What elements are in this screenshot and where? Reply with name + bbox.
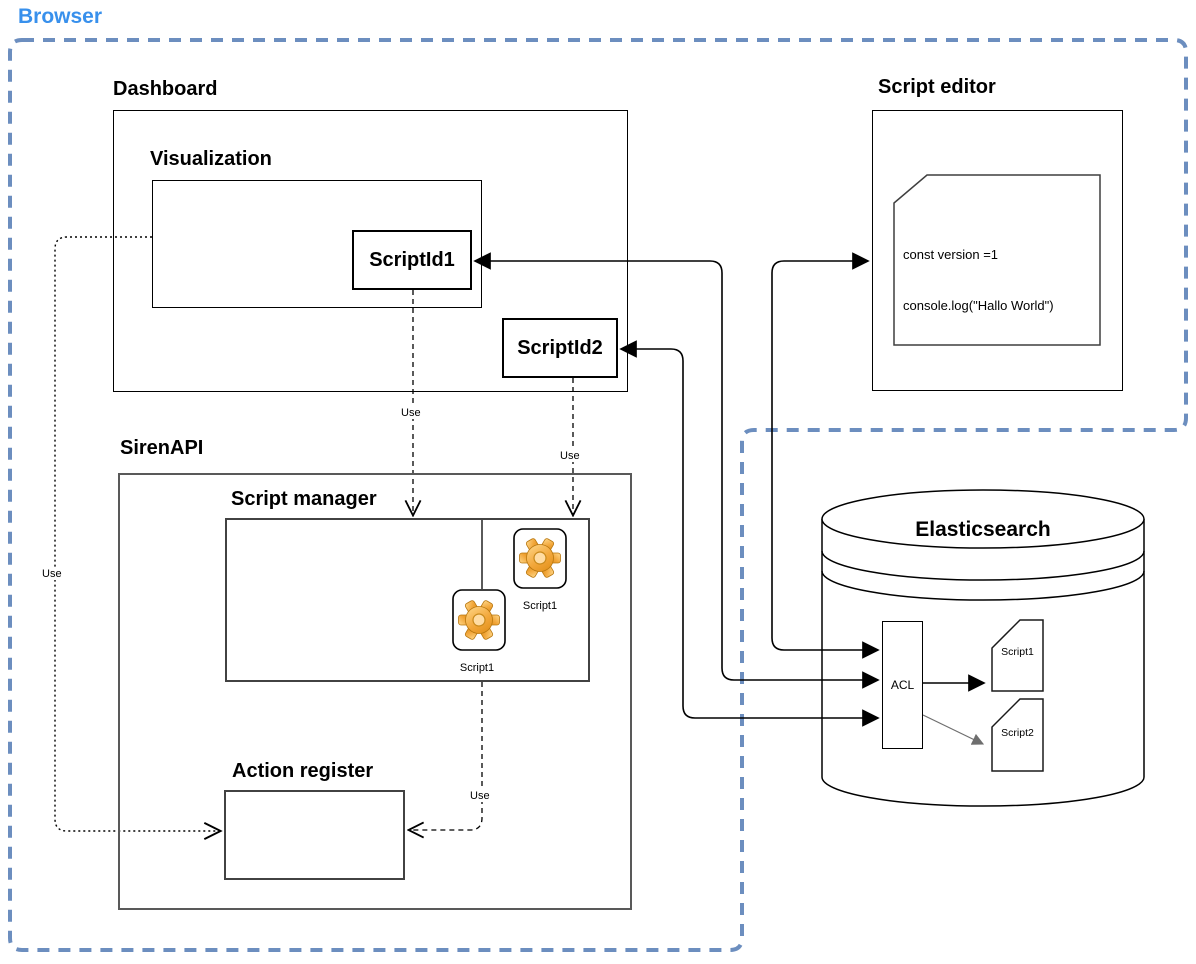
edge-scriptid2-acl	[619, 340, 880, 727]
action-register-title: Action register	[232, 760, 374, 782]
es-script2-doc-shape	[991, 698, 1044, 772]
script-editor-note-shape	[893, 174, 1101, 346]
es-script2-doc-label: Script2	[1001, 727, 1034, 739]
browser-label: Browser	[18, 5, 103, 28]
use-label-scriptmanager: Use	[468, 790, 492, 802]
es-script1-doc-shape	[991, 619, 1044, 692]
gear-tile-top	[513, 528, 567, 589]
sirenapi-box	[118, 473, 632, 910]
script-editor-title: Script editor	[878, 76, 996, 98]
edge-use-scriptmanager-actionregister	[410, 682, 483, 830]
gear-tile-bottom	[452, 589, 506, 651]
elasticsearch-title: Elasticsearch	[915, 518, 1051, 541]
use-label-visualization: Use	[40, 568, 64, 580]
edge-scripteditor-acl	[771, 252, 880, 659]
use-label-scriptid2: Use	[558, 450, 582, 462]
scriptid2-box: ScriptId2	[502, 318, 618, 378]
acl-box: ACL	[882, 621, 923, 749]
scriptid1-box: ScriptId1	[352, 230, 472, 290]
script-manager-box	[225, 518, 590, 682]
script-editor-box	[872, 110, 1123, 391]
es-script1-doc-label: Script1	[1001, 646, 1034, 658]
code-line-1: const version =1	[903, 247, 999, 262]
code-line-2: console.log("Hallo World")	[903, 298, 1054, 313]
gear-bottom-label: Script1	[459, 662, 495, 674]
script-manager-title: Script manager	[231, 488, 377, 510]
script-editor-code: const version =1 console.log("Hallo Worl…	[903, 212, 1054, 348]
action-register-box	[224, 790, 405, 880]
edge-acl-script2	[922, 714, 985, 745]
visualization-box	[152, 180, 482, 308]
dashboard-box	[113, 110, 628, 392]
visualization-title: Visualization	[150, 148, 272, 170]
use-label-scriptid1: Use	[399, 407, 423, 419]
gear-top-label: Script1	[522, 600, 558, 612]
dashboard-title: Dashboard	[113, 78, 218, 100]
sirenapi-title: SirenAPI	[120, 437, 204, 459]
